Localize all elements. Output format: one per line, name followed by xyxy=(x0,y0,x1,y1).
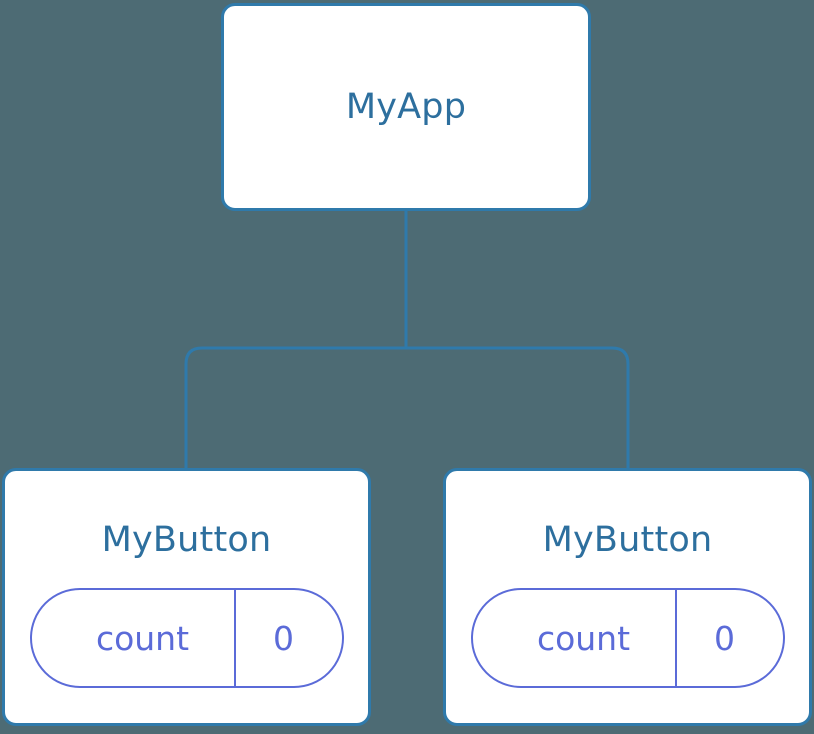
state-pill-divider xyxy=(233,590,236,686)
component-node-title: MyButton xyxy=(101,520,272,560)
state-pill[interactable]: count 0 xyxy=(29,588,344,688)
component-node-mybutton-right[interactable]: MyButton count 0 xyxy=(443,468,812,726)
state-key: count xyxy=(95,618,190,658)
state-value: 0 xyxy=(714,618,735,658)
component-node-title: MyApp xyxy=(345,86,467,127)
edge-root-to-children xyxy=(184,346,630,468)
state-value: 0 xyxy=(273,618,294,658)
component-node-myapp[interactable]: MyApp xyxy=(221,3,591,211)
state-pill[interactable]: count 0 xyxy=(470,588,785,688)
state-key: count xyxy=(536,618,631,658)
state-pill-divider xyxy=(674,590,677,686)
component-node-title: MyButton xyxy=(542,520,713,560)
component-node-mybutton-left[interactable]: MyButton count 0 xyxy=(2,468,371,726)
